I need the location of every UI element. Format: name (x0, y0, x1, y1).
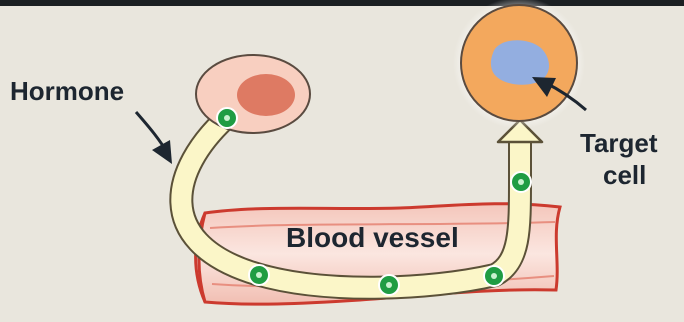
target-cell (453, 0, 585, 129)
top-border (0, 0, 684, 6)
hormone-molecule-icon (379, 275, 399, 295)
hormone-molecule-icon (249, 265, 269, 285)
target-cell-label-line2: cell (603, 160, 646, 190)
target-cell-label-line1: Target (580, 128, 658, 158)
hormone-molecule-icon (511, 172, 531, 192)
hormone-arrow-icon (136, 112, 172, 164)
hormone-molecule-icon (484, 266, 504, 286)
hormone-molecule-icon (217, 108, 237, 128)
hormone-label: Hormone (10, 76, 124, 106)
secreting-cell (196, 55, 310, 133)
secreting-cell-nucleus (237, 74, 295, 116)
blood-vessel-label: Blood vessel (286, 222, 459, 253)
